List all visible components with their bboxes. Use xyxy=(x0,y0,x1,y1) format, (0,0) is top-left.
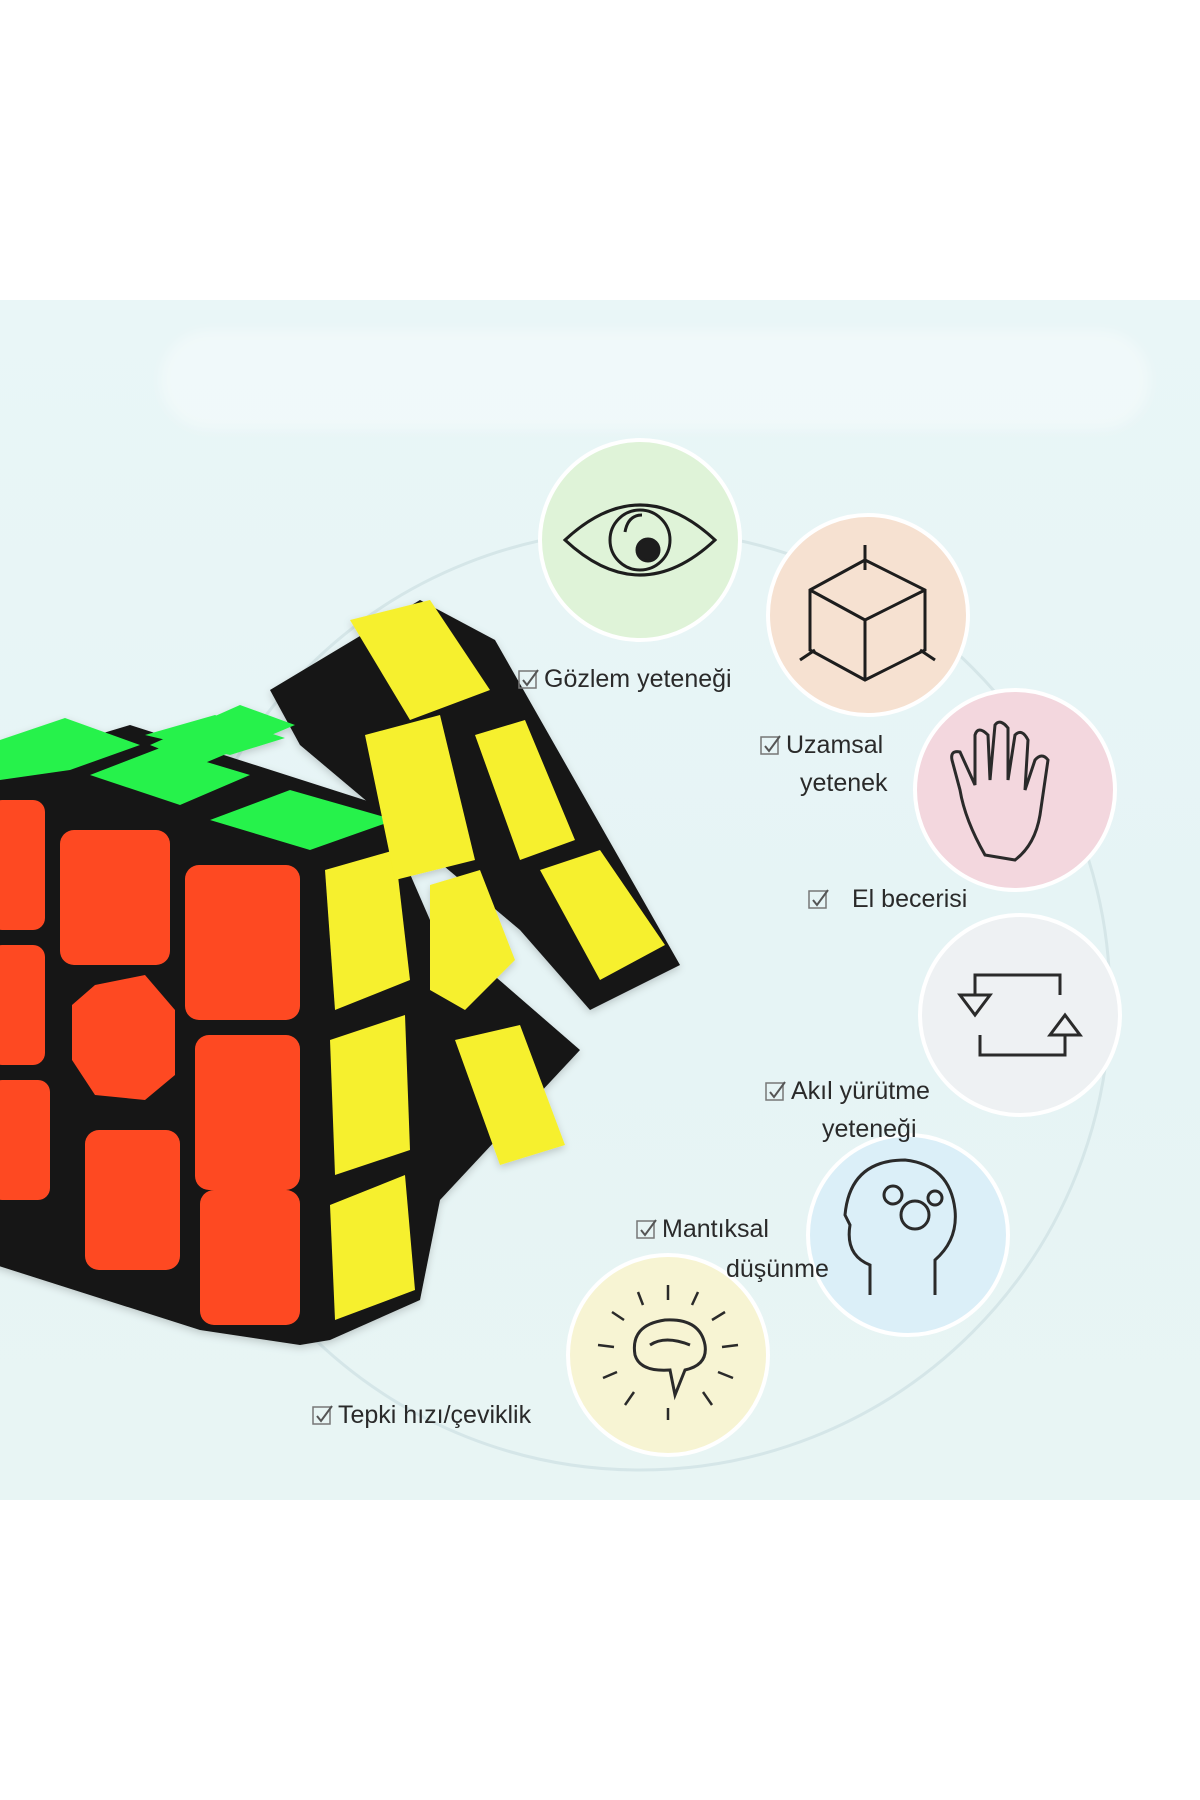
side-sticker-6 xyxy=(475,720,575,860)
check-icon xyxy=(312,1405,333,1425)
front-sticker-7 xyxy=(0,1080,50,1200)
check-icon xyxy=(760,735,781,755)
head-gears-icon xyxy=(843,1158,957,1295)
label-reasoning: Akıl yürütme xyxy=(765,1072,930,1110)
front-sticker-4 xyxy=(0,945,45,1065)
rubiks-cube xyxy=(0,600,680,1345)
check-icon xyxy=(518,669,539,689)
label-reasoning-line2: yeteneği xyxy=(822,1115,917,1143)
label-dexterity: El becerisi xyxy=(808,880,967,918)
brain-burst-icon xyxy=(597,1285,739,1420)
side-sticker-1 xyxy=(325,850,410,1010)
front-sticker-9 xyxy=(200,1190,300,1325)
top-sticker-5 xyxy=(150,705,295,765)
feature-observation xyxy=(538,438,742,642)
label-reaction: Tepki hızı/çeviklik xyxy=(312,1396,531,1434)
top-sticker-1 xyxy=(0,718,140,780)
check-icon xyxy=(808,889,829,909)
feature-reasoning xyxy=(918,913,1122,1117)
feature-logic xyxy=(806,1133,1010,1337)
panel-highlight-band xyxy=(160,330,1150,430)
side-sticker-4 xyxy=(350,600,490,720)
check-icon xyxy=(636,1219,657,1239)
top-sticker-2 xyxy=(90,748,250,805)
side-sticker-5 xyxy=(365,715,475,880)
front-sticker-8 xyxy=(85,1130,180,1270)
front-sticker-5 xyxy=(72,975,175,1100)
front-sticker-6 xyxy=(195,1035,300,1190)
side-sticker-7 xyxy=(430,870,515,1010)
front-sticker-2 xyxy=(60,830,170,965)
front-sticker-3 xyxy=(185,865,300,1020)
label-spatial: Uzamsal xyxy=(760,726,883,764)
feature-spatial xyxy=(766,513,970,717)
cube-icon xyxy=(799,545,936,682)
side-sticker-8 xyxy=(540,850,665,980)
front-sticker-1 xyxy=(0,800,45,930)
cycle-arrows-icon xyxy=(957,973,1083,1057)
label-observation: Gözlem yeteneği xyxy=(518,660,732,698)
feature-reaction xyxy=(566,1253,770,1457)
feature-dexterity xyxy=(913,688,1117,892)
label-spatial-line2: yetenek xyxy=(800,769,888,797)
label-logic-line2: düşünme xyxy=(726,1255,829,1283)
top-sticker-3 xyxy=(210,790,395,850)
side-sticker-9 xyxy=(455,1025,565,1165)
side-sticker-3 xyxy=(330,1175,415,1320)
eye-icon xyxy=(562,503,718,577)
check-icon xyxy=(765,1081,786,1101)
side-sticker-2 xyxy=(330,1015,410,1175)
label-logic: Mantıksal xyxy=(636,1210,769,1248)
hand-icon xyxy=(950,720,1050,862)
